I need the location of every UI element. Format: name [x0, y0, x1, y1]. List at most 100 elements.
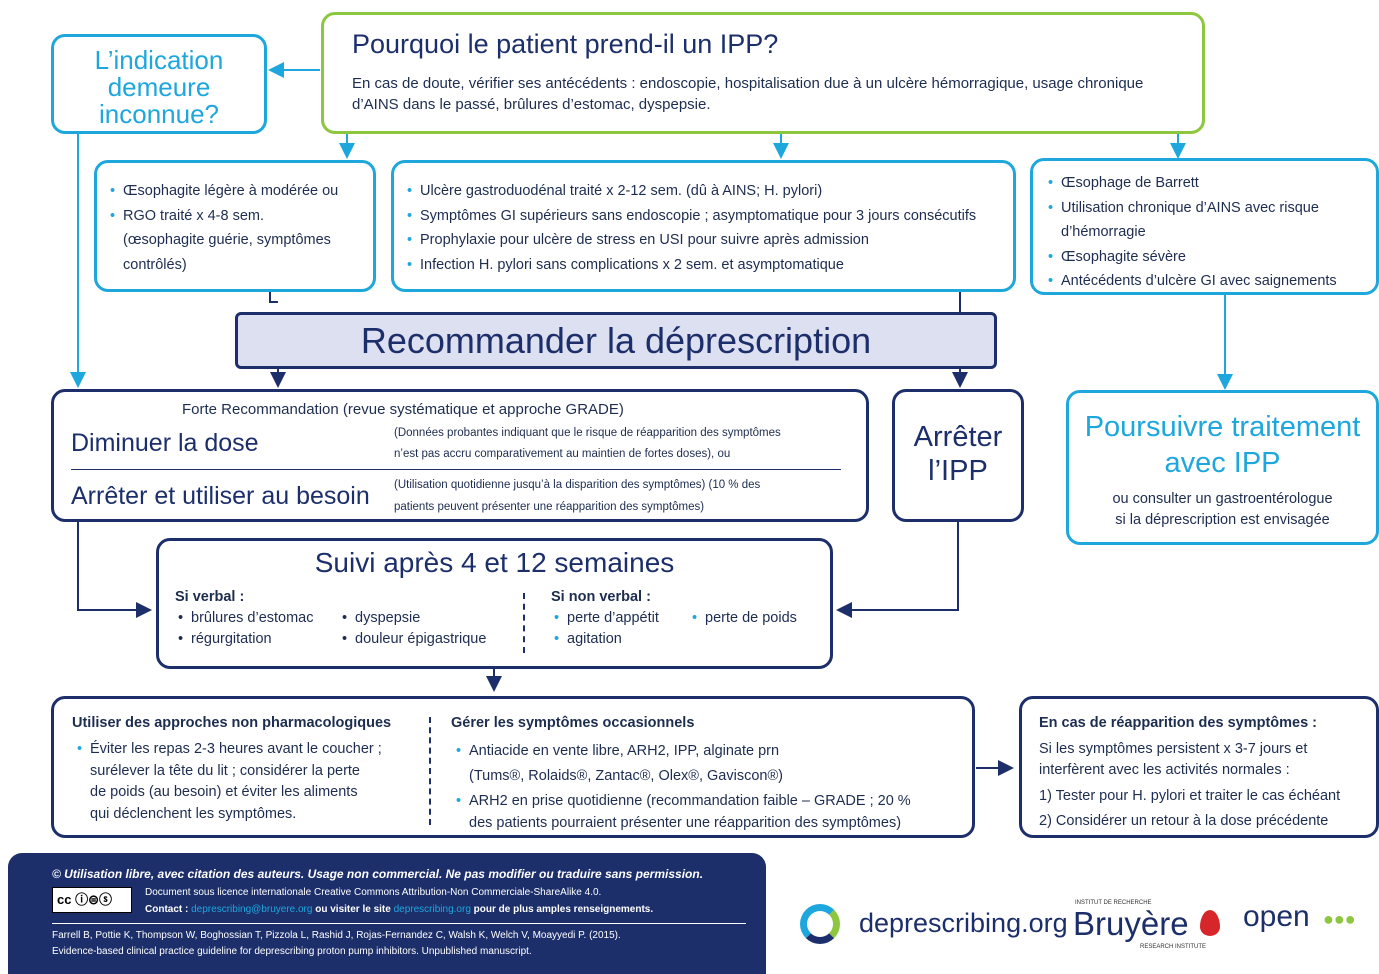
- list-item: perte de poids: [692, 608, 797, 629]
- stop-as-needed-label: Arrêter et utiliser au besoin: [71, 482, 370, 510]
- cc-badge-label: cc: [57, 892, 72, 907]
- list-item: Antiacide en vente libre, ARH2, IPP, alg…: [456, 739, 911, 764]
- license-line: Document sous licence internationale Cre…: [145, 887, 602, 898]
- continue-sub-2: si la déprescription est envisagée: [1115, 512, 1330, 528]
- list-item: dyspepsie: [342, 608, 486, 629]
- mild-esophagitis-box: Œsophagite légère à modérée ou RGO trait…: [94, 160, 376, 292]
- unknown-indication-box: L’indication demeure inconnue?: [51, 34, 267, 134]
- contact-line: Contact : deprescribing@bruyere.org ou v…: [145, 904, 653, 915]
- followup-divider: [523, 593, 525, 653]
- nonpharm-title: Utiliser des approches non pharmacologiq…: [72, 715, 392, 731]
- list-item: Antécédents d’ulcère GI avec saignements: [1048, 269, 1337, 294]
- list-item-cont: surélever la tête du lit ; considérer la…: [90, 762, 360, 779]
- reduce-dose-box: Forte Recommandation (revue systématique…: [51, 389, 869, 522]
- nonverbal-label: Si non verbal :: [551, 589, 651, 605]
- occasional-list: Antiacide en vente libre, ARH2, IPP, alg…: [453, 739, 911, 834]
- list-item: RGO traité x 4-8 sem.: [110, 204, 338, 229]
- list-item: Infection H. pylori sans complications x…: [407, 253, 976, 278]
- license-divider: [52, 923, 746, 924]
- list-item-cont: (Tums®, Rolaids®, Zantac®, Olex®, Gavisc…: [469, 768, 783, 784]
- open-logo-dots-icon: ●●●: [1323, 910, 1356, 928]
- list-item: régurgitation: [178, 629, 314, 650]
- recurrence-line-1: Si les symptômes persistent x 3-7 jours …: [1039, 741, 1308, 757]
- stop-as-needed-note-2: patients peuvent présenter une réapparit…: [394, 501, 705, 513]
- mild-esophagitis-list: Œsophagite légère à modérée ou RGO trait…: [107, 179, 338, 277]
- contact-suffix: pour de plus amples renseignements.: [473, 904, 654, 915]
- list-item-cont: contrôlés): [123, 256, 187, 273]
- bruyere-bottom-text: RESEARCH INSTITUTE: [1140, 944, 1207, 950]
- stop-as-needed-note-1: (Utilisation quotidienne jusqu’à la disp…: [394, 479, 761, 491]
- recurrence-line-4: 2) Considérer un retour à la dose précéd…: [1039, 813, 1329, 829]
- license-title: © Utilisation libre, avec citation des a…: [52, 867, 704, 881]
- reduce-dose-label: Diminuer la dose: [71, 429, 259, 457]
- recurrence-line-2: interfèrent avec les activités normales …: [1039, 762, 1290, 778]
- reduce-dose-note-1: (Données probantes indiquant que le risq…: [394, 427, 781, 439]
- stop-ppi-box: Arrêter l’IPP: [892, 389, 1024, 522]
- barrett-list: Œsophage de Barrett Utilisation chroniqu…: [1045, 171, 1337, 294]
- deprescribing-logo-icon: [800, 904, 840, 944]
- contact-email-link[interactable]: deprescribing@bruyere.org: [191, 904, 313, 915]
- list-item-cont: d’hémorragie: [1061, 224, 1146, 240]
- list-item: Œsophagite sévère: [1048, 245, 1337, 270]
- list-item-cont: de poids (au besoin) et éviter les alime…: [90, 784, 358, 800]
- recurrence-title: En cas de réapparition des symptômes :: [1039, 715, 1318, 731]
- list-item: Éviter les repas 2-3 heures avant le cou…: [77, 739, 382, 761]
- occasional-title: Gérer les symptômes occasionnels: [451, 715, 695, 731]
- unknown-line-2: demeure: [107, 72, 211, 102]
- dose-divider: [71, 469, 841, 470]
- ulcer-box: Ulcère gastroduodénal traité x 2-12 sem.…: [391, 160, 1016, 292]
- nonverbal-list-2: perte de poids: [689, 608, 797, 629]
- list-item-cont: des patients pourraient présenter une ré…: [469, 814, 902, 831]
- continue-ppi-box: Poursuivre traitement avec IPP ou consul…: [1066, 390, 1379, 545]
- list-item: brûlures d’estomac: [178, 608, 313, 629]
- nonverbal-list-1: perte d’appétit agitation: [551, 608, 659, 650]
- unknown-line-1: L’indication: [94, 45, 224, 75]
- unknown-line-3: inconnue?: [99, 99, 219, 129]
- stop-ppi-line-1: Arrêter: [913, 421, 1003, 453]
- stop-ppi-line-2: l’IPP: [928, 455, 988, 487]
- license-panel: © Utilisation libre, avec citation des a…: [8, 853, 766, 974]
- recommend-deprescription-banner: Recommander la déprescription: [235, 312, 997, 369]
- strong-recommendation-header: Forte Recommandation (revue systématique…: [182, 401, 624, 418]
- list-item: ARH2 en prise quotidienne (recommandatio…: [456, 791, 911, 813]
- contact-mid: ou visiter le site: [315, 904, 391, 915]
- recurrence-line-3: 1) Tester pour H. pylori et traiter le c…: [1039, 788, 1341, 804]
- list-item: Ulcère gastroduodénal traité x 2-12 sem.…: [407, 179, 976, 204]
- continue-line-2: avec IPP: [1164, 447, 1281, 479]
- continue-sub-1: ou consulter un gastroentérologue: [1112, 491, 1333, 507]
- list-item: Prophylaxie pour ulcère de stress en USI…: [407, 228, 976, 253]
- list-item: agitation: [554, 629, 659, 650]
- list-item: Œsophagite légère à modérée ou: [110, 179, 338, 204]
- reduce-dose-note-2: n’est pas accru comparativement au maint…: [394, 448, 731, 460]
- why-ppi-box: Pourquoi le patient prend-il un IPP? En …: [321, 12, 1205, 134]
- verbal-list-2: dyspepsie douleur épigastrique: [339, 608, 486, 650]
- flame-icon: [1200, 910, 1220, 936]
- verbal-label: Si verbal :: [175, 589, 245, 605]
- list-item: Symptômes GI supérieurs sans endoscopie …: [407, 204, 976, 229]
- bruyere-top-text: INSTITUT DE RECHERCHE: [1075, 900, 1152, 906]
- verbal-list-1: brûlures d’estomac régurgitation: [175, 608, 314, 650]
- why-ppi-body: En cas de doute, vérifier ses antécédent…: [352, 75, 1144, 113]
- citation-line-1: Farrell B, Pottie K, Thompson W, Boghoss…: [52, 930, 621, 941]
- recommend-title: Recommander la déprescription: [360, 320, 872, 361]
- ulcer-list: Ulcère gastroduodénal traité x 2-12 sem.…: [404, 179, 976, 277]
- deprescribing-logo-text: deprescribing.org: [859, 908, 1068, 938]
- list-item: perte d’appétit: [554, 608, 659, 629]
- nonpharm-list: Éviter les repas 2-3 heures avant le cou…: [74, 739, 382, 825]
- list-item-cont: qui déclenchent les symptômes.: [90, 805, 297, 822]
- list-item: douleur épigastrique: [342, 629, 486, 650]
- recurrence-box: En cas de réapparition des symptômes : S…: [1019, 696, 1379, 838]
- contact-prefix: Contact :: [145, 904, 189, 915]
- list-item-cont: (œsophagite guérie, symptômes: [123, 232, 331, 248]
- followup-box: Suivi après 4 et 12 semaines Si verbal :…: [156, 538, 833, 669]
- management-divider: [429, 717, 431, 825]
- barrett-box: Œsophage de Barrett Utilisation chroniqu…: [1030, 158, 1379, 295]
- bruyere-logo-text: Bruyère: [1073, 905, 1189, 942]
- continue-line-1: Poursuivre traitement: [1084, 411, 1361, 443]
- contact-site-link[interactable]: deprescribing.org: [393, 904, 471, 915]
- management-box: Utiliser des approches non pharmacologiq…: [51, 696, 975, 838]
- cc-badge-icon: cc ⓘ⊜ⓢ: [52, 887, 132, 913]
- followup-title: Suivi après 4 et 12 semaines: [314, 547, 675, 578]
- list-item: Œsophage de Barrett: [1048, 171, 1337, 196]
